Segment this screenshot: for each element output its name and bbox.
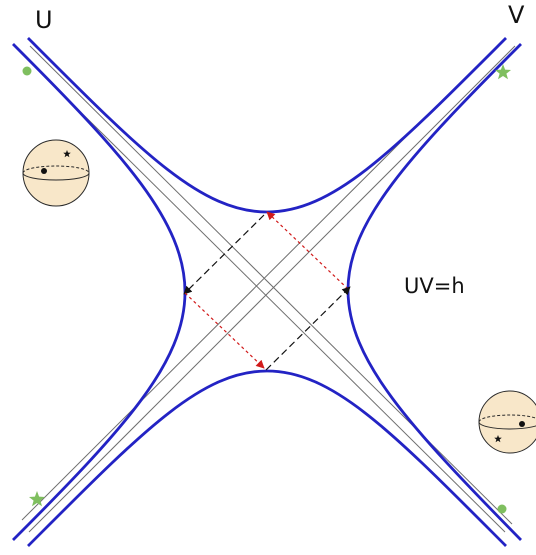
ray-black-lower-right: [265, 286, 351, 371]
sphere-point: [41, 168, 47, 174]
v-axis-label: V: [508, 1, 525, 29]
light-rays: [183, 211, 351, 371]
dot-marker-bottom-right: [497, 504, 507, 514]
lightcone-line-a1: [19, 51, 506, 533]
hyperbola-top: [27, 37, 507, 214]
star-icon-bottom-left: [29, 491, 45, 507]
corner-markers: [22, 64, 511, 514]
star-icon-small: [63, 150, 71, 158]
ray-black-upper-left: [183, 214, 265, 295]
ray-red-upper-right: [266, 211, 349, 290]
ray-red-lower-left: [184, 292, 265, 369]
u-axis-label: U: [35, 6, 53, 34]
dot-marker-top-left: [22, 66, 32, 76]
hyperbola-left: [12, 43, 187, 541]
sphere-point: [519, 421, 525, 427]
equation-label: UV=h: [404, 274, 465, 298]
sphere-icon-left: [22, 139, 90, 207]
sphere-icon-right: [478, 390, 536, 454]
lightcone-line-b1: [28, 45, 516, 533]
star-icon-top-right: [495, 64, 511, 80]
hyperbola-bottom: [27, 369, 507, 547]
star-icon-small: [494, 435, 502, 443]
